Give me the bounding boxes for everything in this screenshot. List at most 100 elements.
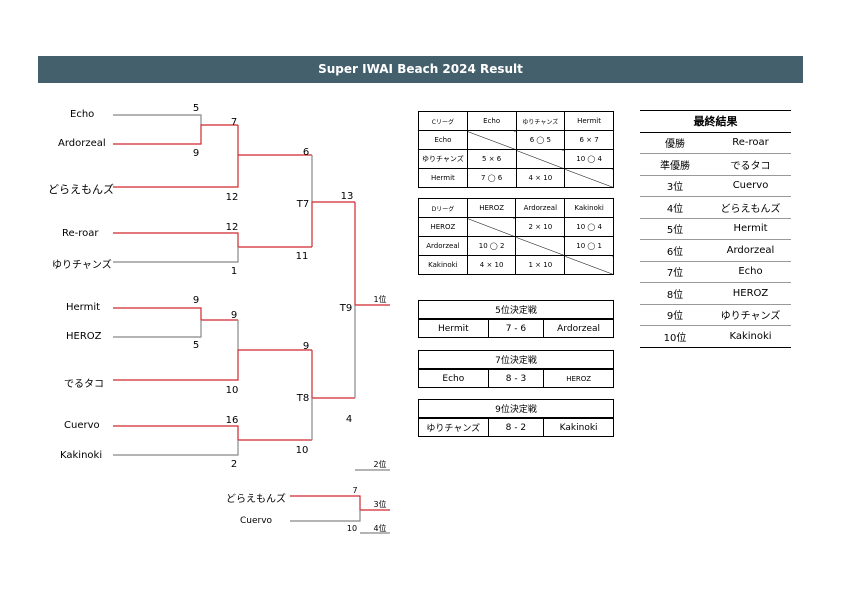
league-cell: 10 ◯ 4 [564,149,614,169]
final-rank: 優勝 [640,132,710,154]
final-rank: 準優勝 [640,153,710,176]
bracket-line [354,202,390,306]
final-rank: 9位 [640,304,710,326]
league-row-team: Hermit [418,168,468,188]
league-cell [564,255,614,275]
score-label: 2 [231,459,237,470]
final-rank: 6位 [640,239,710,262]
final-rank: 7位 [640,261,710,283]
score-label: 9 [303,341,309,352]
team-name: Cuervo [64,420,100,431]
place-label: 1位 [373,294,386,304]
score-label: 5 [193,103,199,114]
final-team: Cuervo [710,175,791,197]
league-row-team: Ardorzeal [418,236,468,256]
third-place-team: どらえもんズ [226,494,286,505]
league-header: Kakinoki [564,198,614,218]
bracket-line [290,510,361,522]
bracket-line [290,495,390,511]
placement-title: 9位決定戦 [418,399,614,419]
final-team: Ardorzeal [710,239,791,262]
bracket-line [311,201,355,247]
placement-score: 7 - 6 [487,318,545,338]
page-title: Super IWAI Beach 2024 Result [38,56,803,83]
team-name: ゆりチャンズ [52,260,112,271]
place-label: 2位 [373,459,386,469]
placement-score: 8 - 2 [487,417,545,437]
score-label: 11 [296,251,309,262]
placement-team: Echo [418,368,489,388]
score-label: 13 [341,191,354,202]
score-label: 9 [193,295,199,306]
league-cell: 6 × 7 [564,130,614,150]
final-team: Hermit [710,218,791,240]
final-team: HEROZ [710,282,791,305]
league-cell [466,217,517,237]
match-label: T8 [296,393,309,404]
team-name: Ardorzeal [58,138,106,149]
final-team: でるタコ [710,153,791,176]
final-team: Echo [710,261,791,283]
bracket-line [113,320,202,338]
team-name: どらえもんズ [48,183,114,196]
final-rank: 8位 [640,282,710,305]
final-team: ゆりチャンズ [710,304,791,326]
league-header: Echo [466,111,517,131]
bracket-line [113,114,202,125]
league-cell: 4 × 10 [515,168,566,188]
league-row-team: HEROZ [418,217,468,237]
bracket-line [237,125,312,156]
placement-team: Ardorzeal [543,318,614,338]
league-header: Cリーグ [418,111,468,131]
final-team: Re-roar [710,132,791,154]
league-d-table: Dリーグ HEROZ Ardorzeal Kakinoki HEROZ 2 × … [418,198,614,275]
bracket-line [113,232,312,248]
league-row-team: Echo [418,130,468,150]
team-name: Re-roar [62,228,99,239]
placement-match-7th: 7位決定戦 Echo 8 - 3 HEROZ [418,350,614,388]
bracket-line [113,124,238,145]
league-header: Ardorzeal [515,198,566,218]
score-label: 10 [347,524,357,533]
score-label: 7 [231,117,237,128]
score-label: 5 [193,340,199,351]
bracket-line [113,349,312,381]
league-cell [515,236,566,256]
placement-match-5th: 5位決定戦 Hermit 7 - 6 Ardorzeal [418,300,614,338]
placement-title: 7位決定戦 [418,350,614,370]
final-results-title: 最終結果 [640,110,791,133]
final-rank: 4位 [640,196,710,219]
final-team: Kakinoki [710,325,791,348]
league-header: ゆりチャンズ [515,111,566,131]
score-label: 16 [226,415,239,426]
team-name: Hermit [66,302,101,313]
placement-team: Hermit [418,318,489,338]
league-cell: 10 ◯ 2 [466,236,517,256]
match-label: T7 [296,199,309,210]
league-row-team: Kakinoki [418,255,468,275]
score-label: 1 [231,266,237,277]
score-label: 12 [226,192,239,203]
league-cell: 1 × 10 [515,255,566,275]
league-cell: 5 × 6 [466,149,517,169]
final-rank: 5位 [640,218,710,240]
score-label: 9 [231,310,237,321]
team-name: でるタコ [64,379,104,390]
score-label: 10 [226,385,239,396]
team-name: Kakinoki [60,450,103,461]
placement-score: 8 - 3 [487,368,545,388]
score-label: 7 [352,486,357,495]
third-place-team: Cuervo [240,516,273,526]
league-cell: 6 ◯ 5 [515,130,566,150]
score-label: 10 [296,445,309,456]
score-label: 9 [193,148,199,159]
bracket-line [113,440,239,456]
league-c-table: Cリーグ Echo ゆりチャンズ Hermit Echo 6 ◯ 5 6 × 7… [418,111,614,188]
placement-team: ゆりチャンズ [418,417,489,437]
league-cell: 10 ◯ 4 [564,217,614,237]
league-cell [466,130,517,150]
league-header: Dリーグ [418,198,468,218]
placement-team: Kakinoki [543,417,614,437]
final-rank: 10位 [640,325,710,348]
